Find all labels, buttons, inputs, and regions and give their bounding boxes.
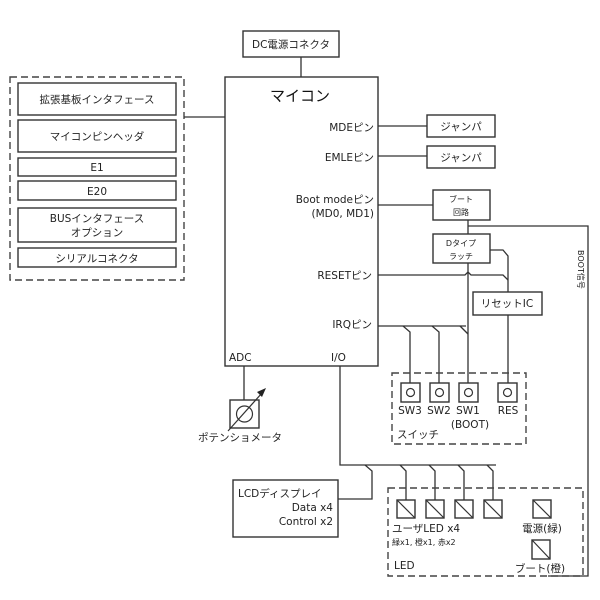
e20-box <box>17 180 177 201</box>
mcu-block: マイコン MDEピン EMLEピン Boot modeピン (MD0, MD1)… <box>224 76 379 367</box>
bus-interface-box <box>17 207 177 243</box>
reset-ic: リセットIC <box>472 291 543 316</box>
boot-circuit-label-2: 回路 <box>453 207 469 217</box>
mcu-pin-header-label: マイコンピンヘッダ <box>50 130 145 143</box>
wire-reset <box>378 271 509 281</box>
jumper-emle-label: ジャンパ <box>440 152 482 164</box>
wire-irq-sw1 <box>459 325 469 335</box>
e1-label: E1 <box>90 162 103 174</box>
jumper-mde-label: ジャンパ <box>440 121 482 133</box>
wire-io-bus <box>339 366 496 466</box>
serial-connector-box <box>17 247 177 268</box>
switch-sw3[interactable] <box>400 382 421 403</box>
user-led-4-icon <box>483 499 503 519</box>
lcd-title: LCDディスプレイ <box>238 487 322 500</box>
sw2-label: SW2 <box>427 405 451 417</box>
wire-io-led1 <box>399 464 407 500</box>
switch-res[interactable] <box>497 382 518 403</box>
bus-interface-label-2: オプション <box>71 227 124 239</box>
wire-irq-sw3 <box>402 325 411 385</box>
jumper-mde: ジャンパ <box>426 114 496 138</box>
switch-sw2[interactable] <box>429 382 450 403</box>
wire-io-led3 <box>457 464 465 500</box>
boot-circuit-label-1: ブート <box>449 194 473 204</box>
latch-label-1: Dタイプ <box>446 239 476 248</box>
switch-group: SW3 SW2 SW1 RES (BOOT) スイッチ <box>391 372 527 445</box>
bus-interface-label: BUSインタフェース <box>50 213 145 225</box>
sw3-label: SW3 <box>398 405 422 417</box>
dc-power-connector: DC電源コネクタ <box>242 30 340 58</box>
e20-label: E20 <box>87 186 107 198</box>
pin-irq-label: IRQピン <box>332 319 372 331</box>
potentiometer-label: ポテンショメータ <box>198 432 282 444</box>
pin-io-label: I/O <box>331 352 346 364</box>
led-group: ユーザLED x4 緑x1, 橙x1, 赤x2 電源(緑) ブート(橙) LED <box>387 487 584 577</box>
expansion-interface-label: 拡張基板インタフェース <box>40 93 155 106</box>
user-led-3-icon <box>454 499 474 519</box>
user-led-label: ユーザLED x4 <box>392 523 460 535</box>
power-led-icon <box>532 499 552 519</box>
lcd-data-label: Data x4 <box>292 502 334 514</box>
res-label: RES <box>498 405 519 417</box>
lcd-display: LCDディスプレイ Data x4 Control x2 <box>232 479 339 538</box>
power-led-label: 電源(緑) <box>522 522 562 535</box>
boot-signal-label: BOOT信号 <box>576 250 586 289</box>
wire-irq-sw2 <box>431 325 440 385</box>
serial-connector-label: シリアルコネクタ <box>55 253 138 265</box>
pin-boot-mode-sub-label: (MD0, MD1) <box>311 208 374 220</box>
expansion-interface-box <box>17 82 177 116</box>
pin-reset-label: RESETピン <box>317 270 372 282</box>
user-led-2-icon <box>425 499 445 519</box>
expansion-group: 拡張基板インタフェース マイコンピンヘッダ E1 E20 BUSインタフェース … <box>9 76 185 281</box>
jumper-emle: ジャンパ <box>426 145 496 169</box>
boot-circuit: ブート 回路 <box>432 189 491 221</box>
lcd-control-label: Control x2 <box>279 516 333 528</box>
led-group-label: LED <box>394 560 415 572</box>
user-led-sub-label: 緑x1, 橙x1, 赤x2 <box>392 537 456 547</box>
pin-mde-label: MDEピン <box>329 122 374 134</box>
d-type-latch: Dタイプ ラッチ <box>432 233 491 264</box>
wire-io-led2 <box>428 464 436 500</box>
switch-group-label: スイッチ <box>397 429 439 441</box>
pin-emle-label: EMLEピン <box>325 152 374 164</box>
switch-sw1[interactable] <box>458 382 479 403</box>
latch-label-2: ラッチ <box>449 252 473 261</box>
boot-led-label: ブート(橙) <box>515 562 565 575</box>
e1-box <box>17 157 177 177</box>
mcu-title: マイコン <box>270 87 330 105</box>
reset-ic-label: リセットIC <box>481 298 533 310</box>
wire-io-led4 <box>486 464 494 500</box>
dc-power-connector-label: DC電源コネクタ <box>252 38 330 51</box>
mcu-pin-header-box <box>17 119 177 153</box>
wire-latch-resetic <box>490 249 509 292</box>
pin-boot-mode-label: Boot modeピン <box>296 194 374 206</box>
sw1-sub-label: (BOOT) <box>451 419 489 431</box>
wire-io-lcd <box>338 464 373 500</box>
user-led-1-icon <box>396 499 416 519</box>
pin-adc-label: ADC <box>229 352 252 364</box>
sw1-label: SW1 <box>456 405 480 417</box>
potentiometer-icon <box>227 388 266 432</box>
boot-led-icon <box>531 539 551 560</box>
